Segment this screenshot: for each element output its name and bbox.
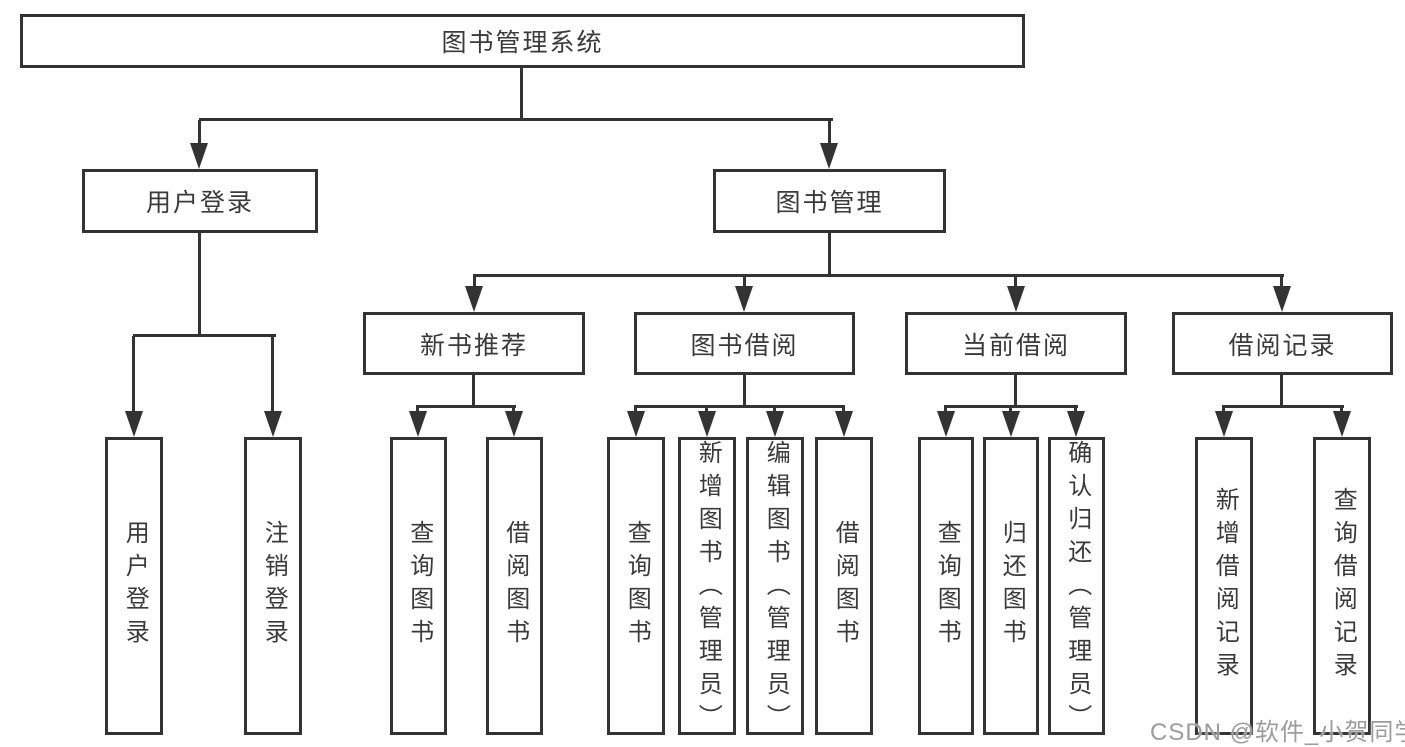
connector-line (1222, 405, 1225, 414)
arrowhead-icon (1067, 411, 1085, 437)
arrowhead-icon (698, 411, 716, 437)
connector-line (133, 334, 276, 337)
arrowhead-icon (627, 411, 645, 437)
connector-line (828, 233, 831, 276)
connector-line (1014, 276, 1017, 290)
leaf-borrowing-add-books-admin: 新增图书（管理员） (678, 437, 736, 737)
arrowhead-icon (125, 411, 143, 437)
arrowhead-icon (835, 411, 853, 437)
arrowhead-icon (505, 411, 523, 437)
arrowhead-icon (1333, 411, 1351, 437)
connector-line (743, 375, 746, 407)
connector-line (635, 405, 845, 408)
leaf-records-query-record: 查询借阅记录 (1313, 437, 1371, 735)
connector-line (842, 405, 845, 414)
connector-line (1074, 405, 1077, 414)
connector-line (520, 67, 523, 120)
arrowhead-icon (264, 411, 282, 437)
leaf-borrowing-query-books: 查询图书 (607, 437, 665, 735)
leaf-user-login: 用户登录 (105, 437, 163, 735)
node-book-borrowing: 图书借阅 (634, 312, 855, 375)
node-library-system: 图书管理系统 (20, 14, 1025, 68)
leaf-current-query-books: 查询图书 (918, 437, 974, 735)
leaf-logout: 注销登录 (244, 437, 302, 735)
leaf-recommend-borrow-books: 借阅图书 (486, 437, 543, 735)
connector-line (199, 118, 833, 121)
connector-line (198, 233, 201, 337)
node-book-management: 图书管理 (713, 169, 946, 233)
connector-line (1280, 375, 1283, 407)
connector-line (1340, 405, 1343, 414)
connector-line (1009, 405, 1012, 414)
connector-line (417, 405, 516, 408)
connector-line (198, 120, 201, 148)
connector-line (271, 336, 274, 415)
arrowhead-icon (735, 286, 753, 312)
connector-line (132, 336, 135, 415)
csdn-watermark: CSDN @软件_小贺同学 (1150, 719, 1405, 746)
arrowhead-icon (409, 411, 427, 437)
connector-line (1223, 405, 1344, 408)
arrowhead-icon (820, 143, 838, 169)
connector-line (828, 120, 831, 148)
connector-line (473, 274, 1284, 277)
connector-line (773, 405, 776, 414)
arrowhead-icon (1273, 286, 1291, 312)
connector-line (743, 276, 746, 290)
arrowhead-icon (1215, 411, 1233, 437)
connector-line (512, 405, 515, 414)
arrowhead-icon (1007, 286, 1025, 312)
connector-line (416, 405, 419, 414)
connector-line (944, 405, 947, 414)
connector-line (634, 405, 637, 414)
leaf-current-return-books: 归还图书 (983, 437, 1039, 735)
arrowhead-icon (766, 411, 784, 437)
leaf-recommend-query-books: 查询图书 (390, 437, 447, 735)
connector-line (1280, 276, 1283, 290)
arrowhead-icon (465, 286, 483, 312)
leaf-borrowing-edit-books-admin: 编辑图书（管理员） (746, 437, 804, 737)
connector-line (705, 405, 708, 414)
connector-line (1014, 375, 1017, 407)
node-borrowing-records: 借阅记录 (1172, 312, 1393, 375)
connector-line (472, 375, 475, 407)
connector-line (473, 276, 476, 290)
arrowhead-icon (937, 411, 955, 437)
leaf-records-add-record: 新增借阅记录 (1195, 437, 1253, 735)
node-current-borrowing: 当前借阅 (905, 312, 1127, 375)
node-new-book-recommendation: 新书推荐 (363, 312, 585, 375)
leaf-current-confirm-return-admin: 确认归还（管理员） (1048, 437, 1105, 737)
node-user-login: 用户登录 (82, 169, 318, 233)
arrowhead-icon (1002, 411, 1020, 437)
arrowhead-icon (190, 143, 208, 169)
leaf-borrowing-borrow-books: 借阅图书 (815, 437, 873, 735)
